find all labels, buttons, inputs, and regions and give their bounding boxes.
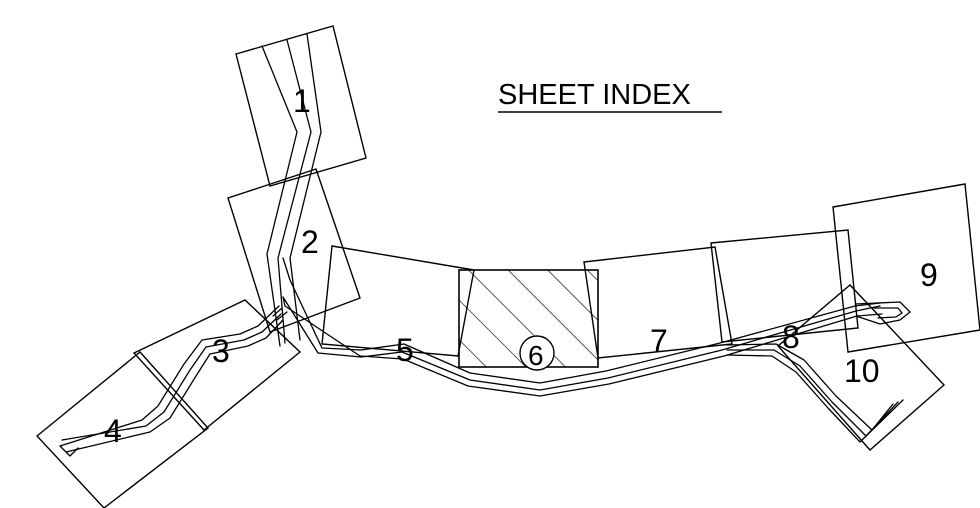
- sheet-label-9[interactable]: 9: [920, 257, 938, 293]
- sheet-label-7[interactable]: 7: [650, 323, 668, 359]
- title: SHEET INDEX: [498, 79, 691, 111]
- sheet-label-4[interactable]: 4: [104, 413, 122, 449]
- sheet-label-1[interactable]: 1: [293, 83, 311, 119]
- sheet-frame-7[interactable]: [583, 246, 733, 359]
- sheet-label-6[interactable]: 6: [528, 340, 544, 371]
- sheet-frame-4[interactable]: [35, 351, 210, 508]
- sheet-label-5[interactable]: 5: [396, 332, 414, 368]
- sheet-frame-10[interactable]: [777, 284, 946, 451]
- sheet-label-8[interactable]: 8: [782, 319, 800, 355]
- sheet-label-2[interactable]: 2: [301, 224, 319, 260]
- current-sheet-marker: [519, 335, 555, 371]
- route-main: [59, 33, 911, 457]
- sheet-frame-3[interactable]: [132, 299, 302, 431]
- sheet-frame-1[interactable]: [235, 25, 367, 187]
- sheet-frame-2[interactable]: [227, 168, 361, 333]
- sheet-frame-8[interactable]: [710, 229, 859, 343]
- sheet-label-10[interactable]: 10: [844, 353, 880, 389]
- sheet-frame-9[interactable]: [832, 183, 980, 353]
- sheet-frame-5[interactable]: [321, 245, 475, 357]
- sheet-label-3[interactable]: 3: [212, 333, 230, 369]
